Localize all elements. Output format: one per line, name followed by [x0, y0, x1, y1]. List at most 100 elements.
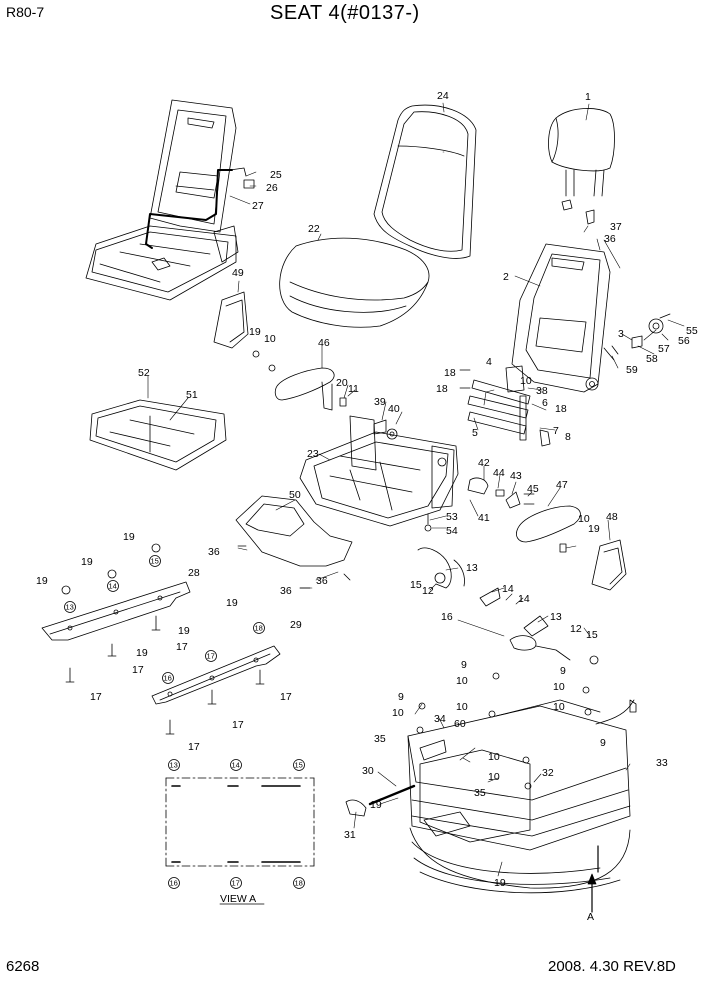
callout-labels: 1 2 3 4 5 6 7 8 9 9 9 9 10 10 10 10 10 1…	[36, 90, 698, 889]
callout-14: 14	[518, 593, 530, 605]
circled-13: 13	[66, 603, 74, 612]
callout-9: 9	[398, 691, 404, 703]
callout-3: 3	[618, 328, 624, 340]
callout-53: 53	[446, 511, 458, 523]
callout-58: 58	[646, 353, 658, 365]
callout-40: 40	[388, 403, 400, 415]
circled-14: 14	[232, 761, 240, 770]
callout-5: 5	[472, 427, 478, 439]
callout-36: 36	[208, 546, 220, 558]
small-hardware-illustration	[339, 397, 567, 553]
lower-cover-illustration	[235, 495, 353, 567]
callout-35: 35	[374, 733, 386, 745]
callout-41: 41	[478, 512, 490, 524]
callout-24: 24	[437, 90, 449, 102]
fasteners-illustration	[61, 350, 592, 790]
callout-34: 34	[434, 713, 446, 725]
callout-33: 33	[656, 757, 668, 769]
seat-back-frame-illustration	[511, 243, 611, 393]
callout-31: 31	[344, 829, 356, 841]
revision-date: 2008. 4.30 REV.8D	[548, 958, 676, 975]
callout-9: 9	[461, 659, 467, 671]
callout-60: 60	[454, 718, 466, 730]
callout-11: 11	[348, 383, 359, 395]
circled-17: 17	[207, 652, 215, 661]
callout-17: 17	[132, 664, 144, 676]
callout-19: 19	[370, 799, 382, 811]
callout-56: 56	[678, 335, 690, 347]
callout-51: 51	[186, 389, 198, 401]
headrest-illustration	[548, 108, 615, 197]
callout-47: 47	[556, 479, 568, 491]
circled-17: 17	[232, 879, 240, 888]
callout-32: 32	[542, 767, 554, 779]
page-title: SEAT 4(#0137-)	[270, 2, 420, 24]
callout-36: 36	[604, 233, 616, 245]
callout-10: 10	[488, 771, 500, 783]
callout-23: 23	[307, 448, 319, 460]
callout-22: 22	[308, 223, 320, 235]
callout-39: 39	[374, 396, 386, 408]
callout-15: 15	[410, 579, 422, 591]
callout-10: 10	[456, 701, 468, 713]
callout-19: 19	[36, 575, 48, 587]
callout-25: 25	[270, 169, 282, 181]
mounting-rails-illustration	[41, 581, 281, 705]
callout-29: 29	[290, 619, 302, 631]
callout-10: 10	[520, 375, 532, 387]
callout-19: 19	[81, 556, 93, 568]
callout-10: 10	[456, 675, 468, 687]
callout-27: 27	[252, 200, 264, 212]
callout-43: 43	[510, 470, 522, 482]
circled-13: 13	[170, 761, 178, 770]
headrest-hardware-illustration	[561, 199, 671, 361]
seat-back-cushion-illustration	[373, 104, 477, 259]
seat-pan-plate-illustration	[89, 399, 227, 471]
callout-36: 36	[280, 585, 292, 597]
callout-37: 37	[610, 221, 622, 233]
seat-pan-frame-illustration	[299, 415, 459, 527]
circled-16: 16	[164, 674, 172, 683]
callout-19: 19	[123, 531, 135, 543]
callout-19: 19	[226, 597, 238, 609]
circled-18: 18	[255, 624, 263, 633]
callout-19: 19	[178, 625, 190, 637]
callout-1: 1	[585, 91, 591, 103]
callout-10: 10	[578, 513, 590, 525]
callout-44: 44	[493, 467, 505, 479]
adjust-levers-illustration	[417, 547, 599, 665]
callout-4: 4	[486, 356, 492, 368]
recliner-parts-illustration	[459, 365, 551, 447]
callout-50: 50	[289, 489, 301, 501]
page-number: 6268	[6, 958, 40, 975]
callout-9: 9	[560, 665, 566, 677]
circled-15: 15	[151, 557, 159, 566]
callout-59: 59	[626, 364, 638, 376]
callout-18: 18	[444, 367, 456, 379]
callout-6: 6	[542, 397, 548, 409]
leader-lines	[147, 102, 685, 877]
callout-18: 18	[436, 383, 448, 395]
callout-36: 36	[316, 575, 328, 587]
callout-28: 28	[188, 567, 200, 579]
callout-8: 8	[565, 431, 571, 443]
callout-10: 10	[264, 333, 276, 345]
callout-57: 57	[658, 343, 670, 355]
callout-45: 45	[527, 483, 539, 495]
callout-17: 17	[232, 719, 244, 731]
callout-17: 17	[280, 691, 292, 703]
view-a-arrow-label: A	[587, 911, 594, 923]
callout-19: 19	[494, 877, 506, 889]
view-a-label: VIEW A	[220, 893, 256, 905]
callout-19: 19	[136, 647, 148, 659]
callout-54: 54	[446, 525, 458, 537]
callout-17: 17	[90, 691, 102, 703]
callout-17: 17	[176, 641, 188, 653]
circled-references: 15 14 13 18 17 16 13 14 15 16 17 18	[64, 555, 305, 889]
callout-12: 12	[570, 623, 582, 635]
callout-18: 18	[555, 403, 567, 415]
circled-18: 18	[295, 879, 303, 888]
callout-30: 30	[362, 765, 374, 777]
